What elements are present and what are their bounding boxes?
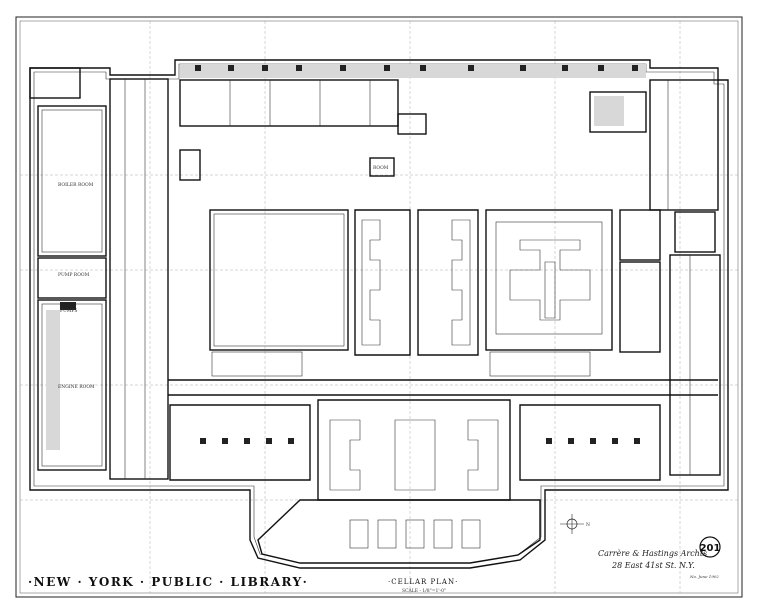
west-courtyard <box>209 209 349 351</box>
sheet-border <box>15 16 743 598</box>
library-title: ·NEW · YORK · PUBLIC · LIBRARY· <box>28 575 308 589</box>
east-courtyard <box>485 209 613 351</box>
architect-address: 28 East 41st St. N.Y. <box>611 561 695 570</box>
survey-grid <box>20 21 738 593</box>
west-wing <box>29 67 169 480</box>
boiler-room-label: BOILER ROOM <box>58 182 94 188</box>
south-east-hall <box>519 404 661 481</box>
date-note: No. June 1902 <box>689 574 719 579</box>
pumps-label: PUMPS <box>60 308 77 314</box>
sheet-number-circle <box>699 536 721 558</box>
sheet-number: 201 <box>700 543 721 554</box>
pump-room-label: PUMP ROOM <box>58 272 90 278</box>
central-stacks <box>354 209 479 356</box>
small-room-label: ROOM <box>373 165 389 171</box>
south-west-hall <box>169 404 311 481</box>
east-wing <box>619 79 721 476</box>
compass: N <box>560 514 590 534</box>
architect-signature: Carrère & Hastings Archts <box>598 549 707 558</box>
compass-north-label: N <box>586 522 590 528</box>
north-rooms: ROOM <box>179 79 647 181</box>
central-entrance <box>257 399 541 564</box>
sheet-inner-border <box>19 20 739 594</box>
building-outline <box>29 59 729 569</box>
engine-room-label: ENGINE ROOM <box>58 384 95 390</box>
plan-title: ·CELLAR PLAN· <box>388 578 458 586</box>
cross-corridor <box>168 351 718 396</box>
north-wall-bays <box>180 64 646 78</box>
plan-scale: SCALE - 1/8"=1'-0" <box>402 588 446 594</box>
